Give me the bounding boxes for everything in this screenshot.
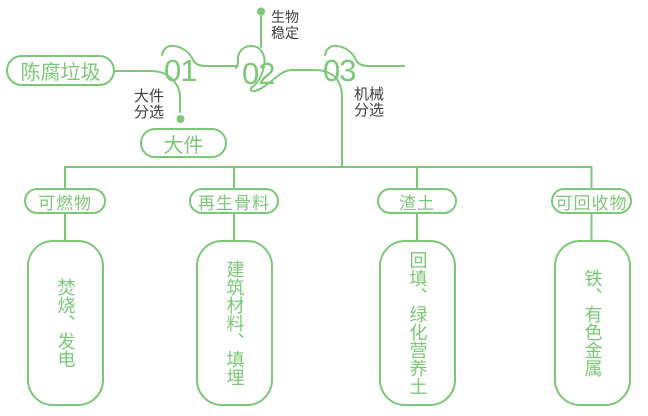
source-pill: 陈腐垃圾 <box>6 55 115 86</box>
category-pill-recyclables: 可回收物 <box>551 188 632 214</box>
flow-arc-step3 <box>324 44 405 67</box>
result-text-slag-soil: 回填、绿化营养土 <box>407 251 428 395</box>
category-pill-recycled-aggregate: 再生骨料 <box>189 188 279 214</box>
step-number-02: 02 <box>242 56 275 91</box>
category-pill-combustibles: 可燃物 <box>24 188 106 214</box>
step-number-01: 01 <box>164 53 197 88</box>
flow-line-source-to-bulky <box>114 70 181 113</box>
branch-drop-lines <box>64 166 593 189</box>
flow-hump-step2 <box>235 45 343 168</box>
result-text-recycled-aggregate: 建筑材料、填埋 <box>224 260 245 386</box>
connector-dot-bulky <box>176 115 185 123</box>
category-pill-slag-soil: 渣土 <box>377 188 457 214</box>
connector-dot-bio <box>257 7 265 16</box>
result-box-recycled-aggregate: 建筑材料、填埋 <box>196 240 273 406</box>
result-box-combustibles: 焚烧、发电 <box>27 240 104 406</box>
result-text-recyclables: 铁、有色金属 <box>582 269 603 377</box>
label-biological-stabilization: 生物稳定 <box>271 9 299 41</box>
label-mechanical-sorting: 机械分选 <box>354 86 385 119</box>
result-box-slag-soil: 回填、绿化营养土 <box>379 240 456 406</box>
result-box-recyclables: 铁、有色金属 <box>554 240 631 406</box>
bulky-output-pill: 大件 <box>140 128 227 158</box>
result-text-combustibles: 焚烧、发电 <box>55 278 76 368</box>
flow-arc-step1 <box>161 44 237 67</box>
step-number-03: 03 <box>323 53 356 88</box>
branch-stub-lines <box>64 212 593 242</box>
label-bulky-sorting: 大件分选 <box>134 88 165 121</box>
